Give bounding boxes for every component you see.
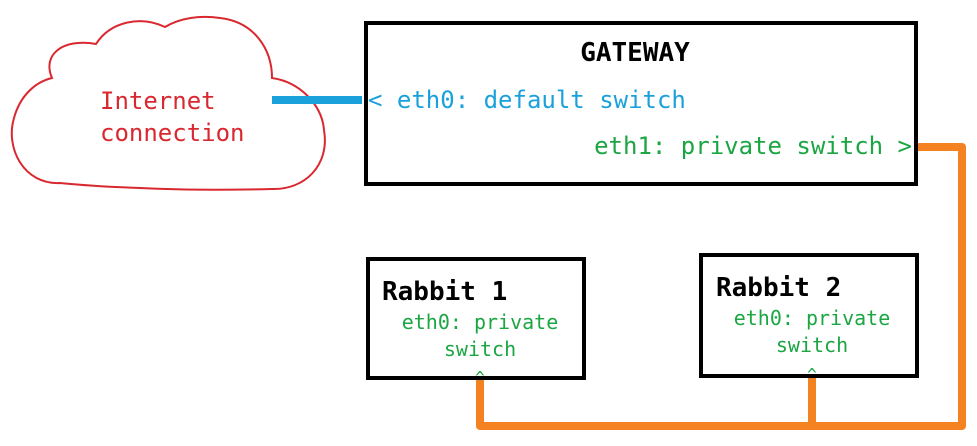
rabbit1-title: Rabbit 1 [382, 277, 507, 307]
private-switch-link [476, 143, 966, 430]
rabbit1-port-caret: ^ [475, 368, 485, 387]
rabbit1-eth0-line2: switch [444, 337, 516, 361]
rabbit2-title: Rabbit 2 [716, 273, 841, 303]
gateway-eth1-label: eth1: private switch > [594, 132, 912, 160]
rabbit2-box [699, 253, 919, 378]
rabbit1-eth0-line1: eth0: private [402, 310, 559, 334]
gateway-eth0-label: < eth0: default switch [368, 86, 686, 114]
internet-cloud-shape [10, 15, 326, 191]
rabbit2-eth0-line2: switch [776, 333, 848, 357]
gateway-title: GATEWAY [580, 38, 690, 68]
gateway-box [364, 21, 918, 186]
rabbit2-eth0-line1: eth0: private [734, 306, 891, 330]
rabbit2-port-caret: ^ [807, 365, 817, 384]
rabbit1-box [366, 257, 586, 380]
cloud-label-line2: connection [100, 119, 245, 147]
cloud-label-line1: Internet [100, 87, 216, 115]
